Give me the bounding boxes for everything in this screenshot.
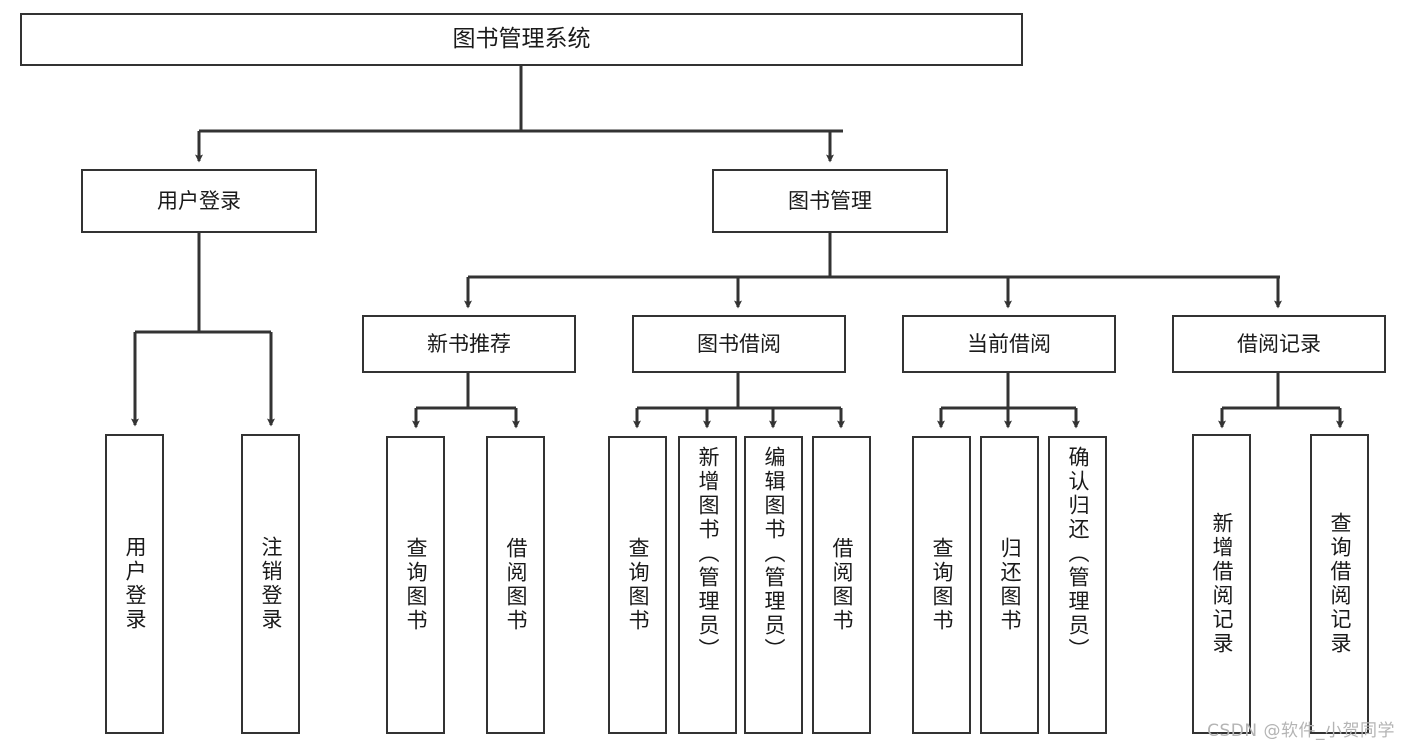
node-leaf-label: 新增图书（管理员） xyxy=(696,446,720,662)
node-user-login-label: 用户登录 xyxy=(157,188,241,213)
node-leaf-label: 借阅图书 xyxy=(830,537,854,633)
node-borrow-record[interactable]: 借阅记录 xyxy=(1172,315,1386,373)
node-leaf-label: 查询图书 xyxy=(626,537,650,633)
node-leaf-current-confirm-return-admin[interactable]: 确认归还（管理员） xyxy=(1048,436,1107,734)
csdn-watermark: CSDN @软件_小贺同学 xyxy=(1207,721,1395,741)
node-leaf-record-query-record[interactable]: 查询借阅记录 xyxy=(1310,434,1369,734)
node-leaf-recommend-query-book[interactable]: 查询图书 xyxy=(386,436,445,734)
node-leaf-label: 查询借阅记录 xyxy=(1328,512,1352,656)
node-root-book-management-system[interactable]: 图书管理系统 xyxy=(20,13,1023,66)
node-leaf-label: 确认归还（管理员） xyxy=(1066,446,1090,662)
node-leaf-label: 用户登录 xyxy=(123,536,147,632)
node-book-management[interactable]: 图书管理 xyxy=(712,169,948,233)
node-leaf-borrow-query-book[interactable]: 查询图书 xyxy=(608,436,667,734)
node-leaf-recommend-borrow-book[interactable]: 借阅图书 xyxy=(486,436,545,734)
node-leaf-label: 编辑图书（管理员） xyxy=(762,446,786,662)
node-leaf-user-login-signout[interactable]: 注销登录 xyxy=(241,434,300,734)
node-leaf-label: 查询图书 xyxy=(404,537,428,633)
node-user-login[interactable]: 用户登录 xyxy=(81,169,317,233)
node-book-borrow-label: 图书借阅 xyxy=(697,331,781,356)
node-leaf-label: 查询图书 xyxy=(930,537,954,633)
node-leaf-label: 借阅图书 xyxy=(504,537,528,633)
node-new-book-recommend-label: 新书推荐 xyxy=(427,331,511,356)
node-root-label: 图书管理系统 xyxy=(452,25,591,52)
node-leaf-borrow-add-book-admin[interactable]: 新增图书（管理员） xyxy=(678,436,737,734)
node-leaf-current-query-book[interactable]: 查询图书 xyxy=(912,436,971,734)
node-leaf-label: 注销登录 xyxy=(259,536,283,632)
node-book-borrow[interactable]: 图书借阅 xyxy=(632,315,846,373)
node-borrow-record-label: 借阅记录 xyxy=(1237,331,1321,356)
node-leaf-user-login-signin[interactable]: 用户登录 xyxy=(105,434,164,734)
node-leaf-current-return-book[interactable]: 归还图书 xyxy=(980,436,1039,734)
node-current-borrow-label: 当前借阅 xyxy=(967,331,1051,356)
node-leaf-label: 新增借阅记录 xyxy=(1210,512,1234,656)
node-leaf-label: 归还图书 xyxy=(998,537,1022,633)
node-new-book-recommend[interactable]: 新书推荐 xyxy=(362,315,576,373)
node-book-management-label: 图书管理 xyxy=(788,188,872,213)
node-leaf-record-add-record[interactable]: 新增借阅记录 xyxy=(1192,434,1251,734)
node-current-borrow[interactable]: 当前借阅 xyxy=(902,315,1116,373)
node-leaf-borrow-edit-book-admin[interactable]: 编辑图书（管理员） xyxy=(744,436,803,734)
node-leaf-borrow-borrow-book[interactable]: 借阅图书 xyxy=(812,436,871,734)
